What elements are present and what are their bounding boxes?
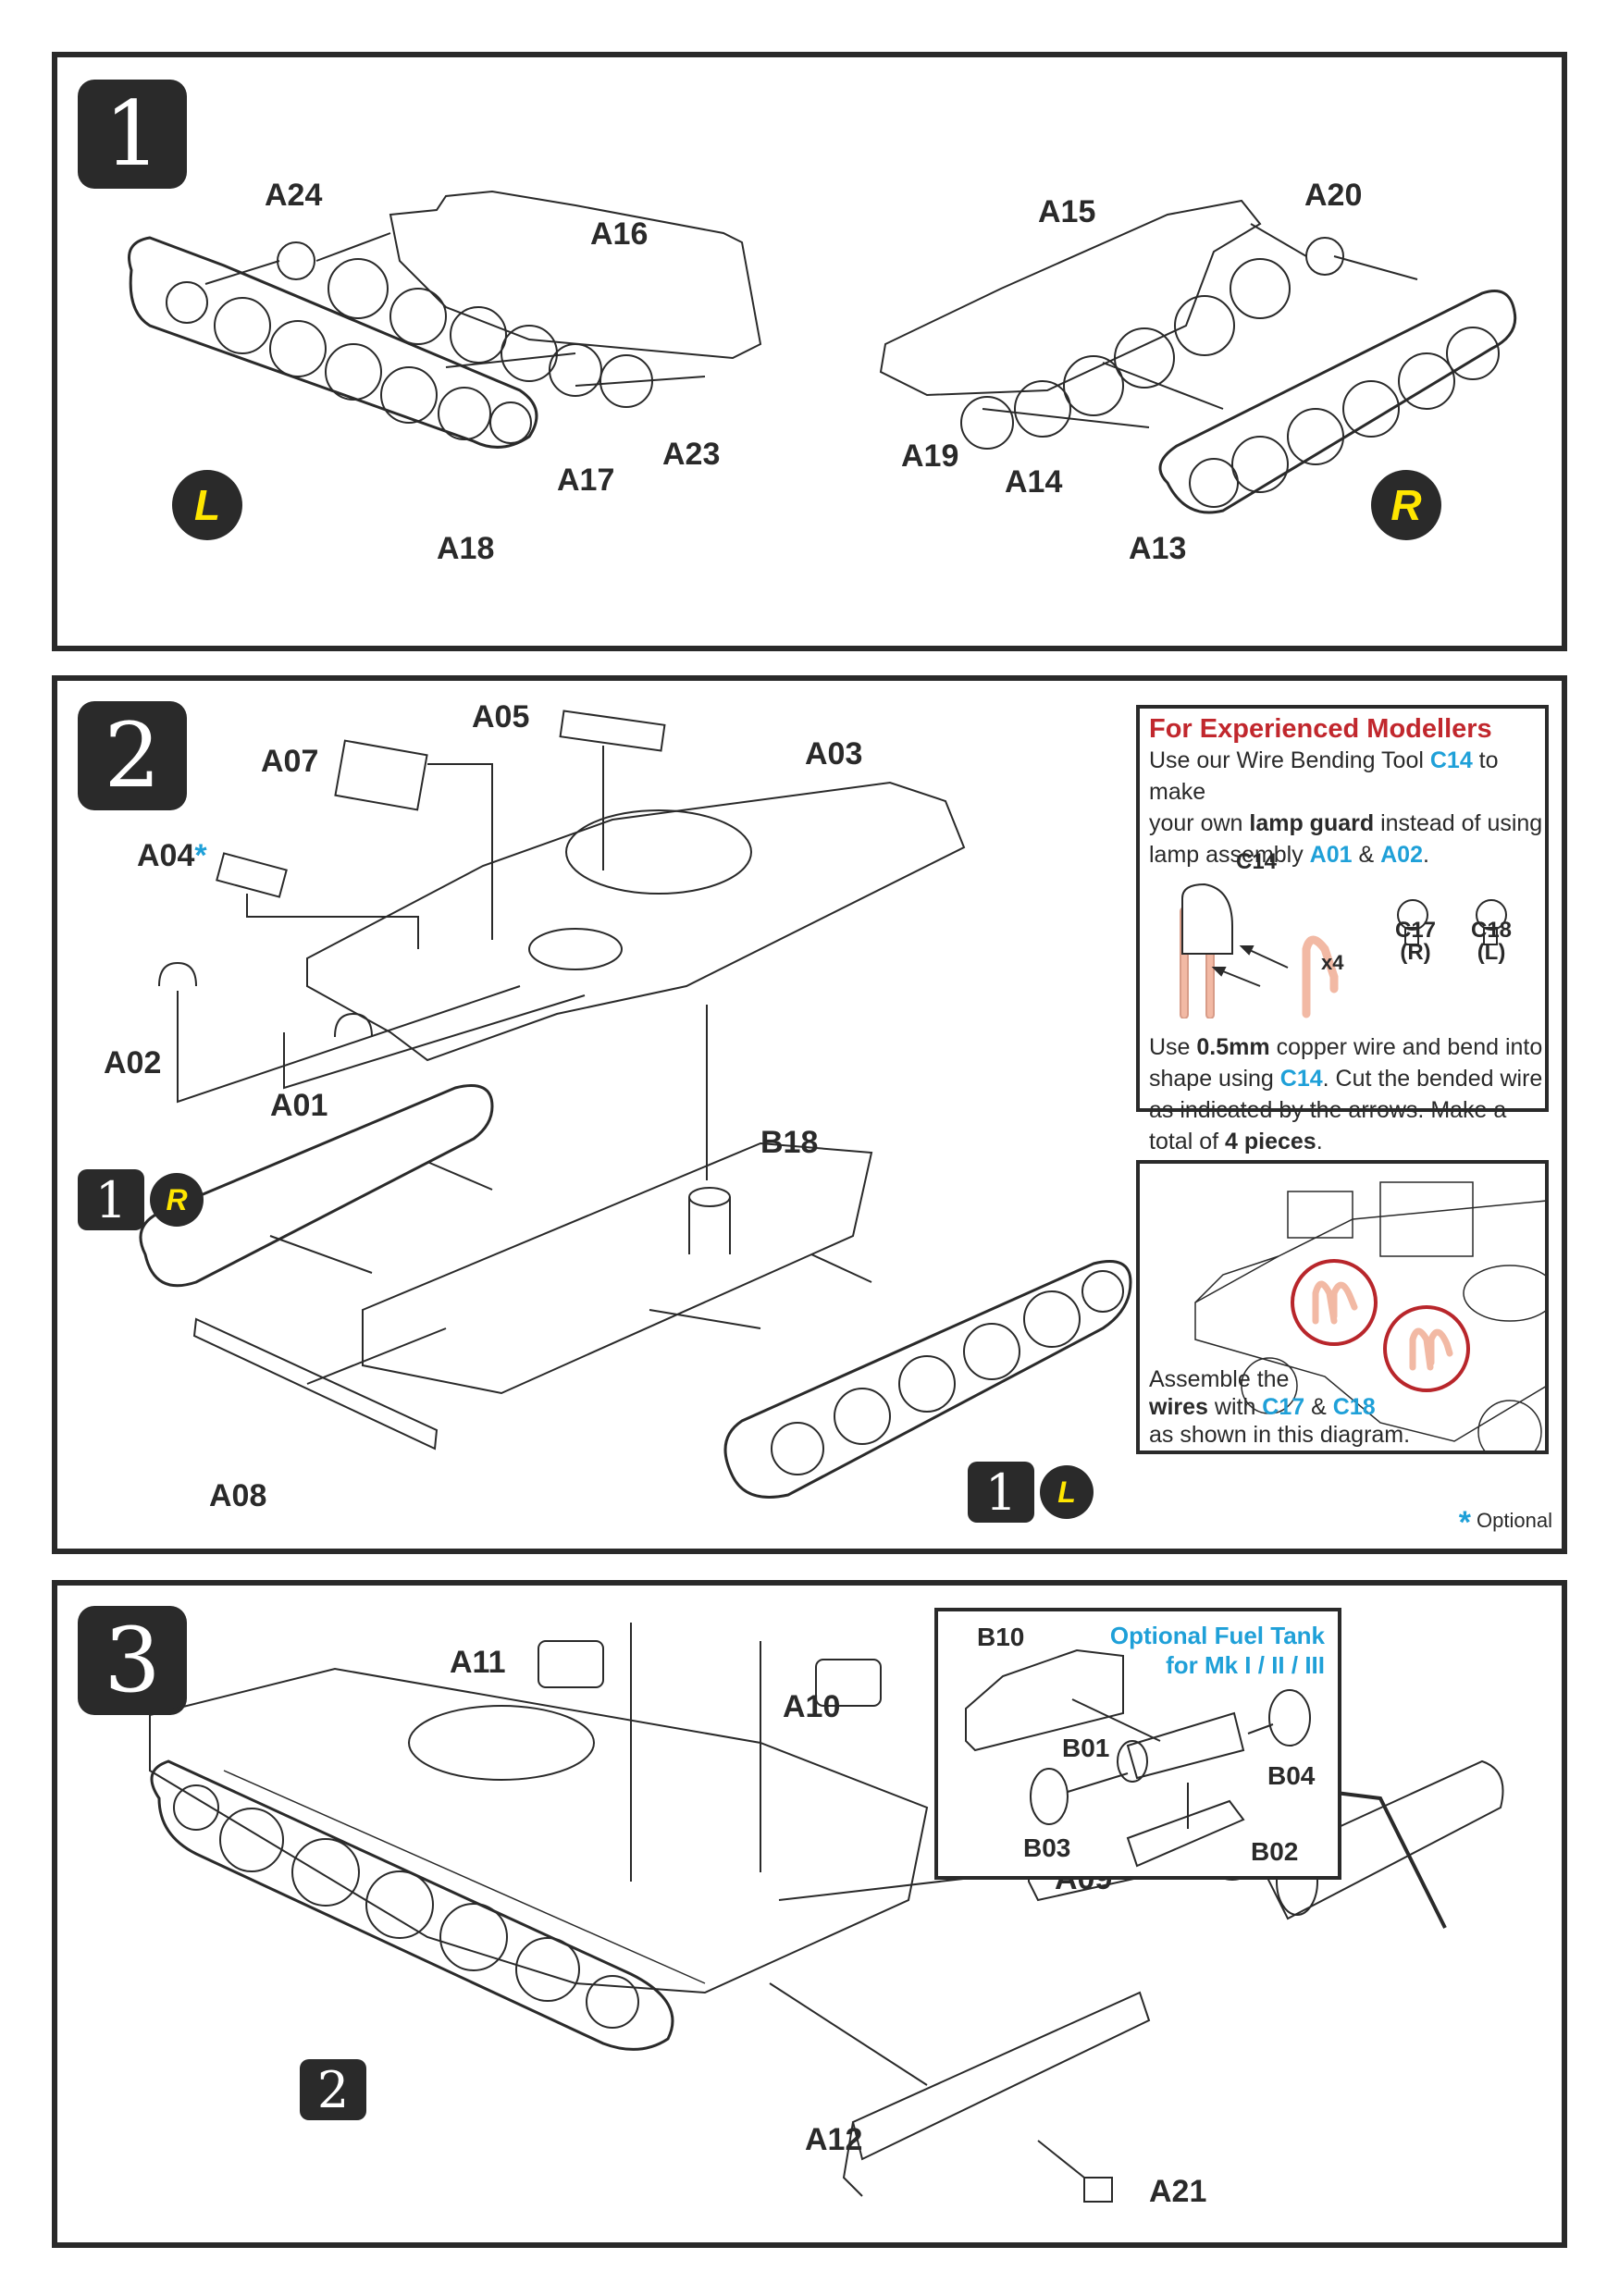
highlight-circle [1291,1259,1378,1346]
experienced-modellers-box: For Experienced Modellers Use our Wire B… [1136,705,1549,1154]
part-label-a14: A14 [1005,464,1063,500]
step-number-badge: 2 [78,701,187,810]
step-1-panel: 1 [52,52,1567,651]
part-label-a03: A03 [805,736,863,772]
info-box-title: For Experienced Modellers [1149,714,1492,744]
road-wheels-right [1189,327,1500,508]
part-b03 [1030,1768,1069,1825]
road-wheels-left [166,281,532,444]
part-label-a13: A13 [1129,531,1187,566]
part-label-c17: C17(R) [1395,918,1437,965]
part-a11 [538,1640,604,1688]
part-label-b10: B10 [977,1623,1025,1651]
ref-step-badge: 1 [78,1169,144,1230]
ref-step-badge: 1 [968,1462,1034,1523]
part-a08 [192,1317,439,1450]
part-label-a02: A02 [104,1045,162,1080]
part-b02 [1126,1799,1245,1868]
step-2-illustration [139,710,1132,1499]
part-label-a08: A08 [209,1478,267,1513]
part-label-b03: B03 [1023,1833,1071,1862]
track-ref-1r [139,1084,494,1288]
fuel-tank-assembled [1258,1759,1504,1920]
optional-asterisk: * [194,838,207,873]
info-box-intro: Use our Wire Bending Tool C14 to make yo… [1149,747,1543,868]
highlight-circle [1383,1305,1470,1392]
part-a10 [815,1659,882,1707]
track-a13 [1158,290,1517,514]
lower-hull-b18 [362,1142,873,1395]
part-label-a19: A19 [901,438,959,474]
optional-asterisk-icon: * [1458,1505,1471,1540]
wheels-exploded-right [960,237,1344,450]
part-a07 [334,739,428,811]
step-2-panel: 2 [52,675,1567,1554]
fuel-tank-exploded-diagram [965,1648,1311,1868]
part-a04 [216,852,288,898]
hull-detail-diagram [1194,1181,1545,1450]
part-b10 [965,1648,1124,1752]
hull-side-a15 [879,199,1262,397]
ref-step-badge: 2 [300,2059,366,2120]
hull-side-a16 [389,190,762,360]
step-number-badge: 3 [78,1606,187,1715]
part-label-a15: A15 [1038,194,1096,229]
side-badge-right: R [1371,470,1441,540]
part-label-a11: A11 [450,1645,506,1680]
part-label-c18: C18(L) [1471,918,1513,965]
side-badge-left: L [172,470,242,540]
part-label-a16: A16 [590,216,649,252]
hull-assembly [149,1667,929,1994]
part-label-b04: B04 [1267,1761,1316,1790]
quantity-label: x4 [1321,951,1344,974]
assemble-instructions: Assemble the wires with C17 & C18 as sho… [1149,1366,1411,1448]
part-label-a01: A01 [270,1088,328,1123]
part-label-b01: B01 [1062,1734,1110,1762]
part-b01 [1126,1711,1245,1780]
upper-hull-a03 [306,781,966,1062]
part-label-a05: A05 [472,699,530,734]
ref-side-badge: L [1040,1465,1094,1519]
part-label-a24: A24 [265,178,323,213]
info-box-instructions: Use 0.5mm copper wire and bend into shap… [1149,1034,1543,1154]
part-a05 [559,710,666,752]
assemble-wires-box: Assemble the wires with C17 & C18 as sho… [1136,1160,1549,1454]
step-number-badge: 1 [78,80,187,189]
part-a12 [851,1991,1151,2161]
part-b04 [1268,1689,1311,1747]
step-1-illustration [128,190,1517,514]
part-label-a07: A07 [261,744,319,779]
wire-tool-diagram [1180,883,1507,1018]
part-label-a20: A20 [1304,178,1363,213]
c14-tool [1181,883,1233,955]
part-label-c14: C14 [1236,849,1278,874]
part-label-b02: B02 [1251,1837,1299,1866]
part-a21 [1083,2177,1113,2203]
step-3-panel: 3 [52,1580,1567,2248]
part-label-a04: A04* [137,838,207,873]
part-label-a21: A21 [1149,2174,1207,2209]
part-label-a10: A10 [783,1689,841,1724]
track-assembly [150,1759,674,2051]
part-label-a18: A18 [437,531,495,566]
track-a18 [128,236,538,449]
part-label-a17: A17 [557,463,615,498]
part-label-b18: B18 [760,1125,819,1160]
track-ref-1l [723,1260,1132,1499]
part-a02 [158,961,197,987]
wheels-exploded-left [277,241,653,408]
part-a01 [334,1012,373,1038]
part-label-a23: A23 [662,437,721,472]
part-label-a12: A12 [805,2122,863,2157]
optional-legend: * Optional [1458,1505,1552,1540]
ref-side-badge: R [150,1173,204,1227]
